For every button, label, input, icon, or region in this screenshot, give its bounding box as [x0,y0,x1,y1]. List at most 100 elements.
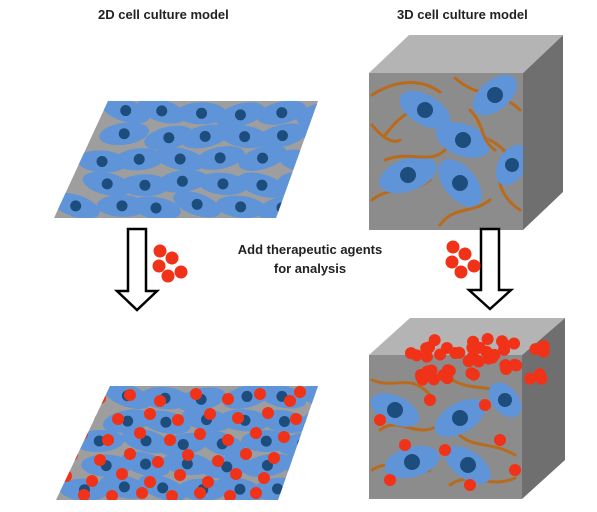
cell-nucleus [120,105,132,117]
agent-particle [421,365,434,378]
cell [155,147,205,171]
agent-particle [508,337,521,350]
cell [219,409,270,432]
cell-nucleus [101,178,113,190]
arrow-3d [465,227,515,311]
agent-particle [420,350,433,363]
cell-nucleus [139,179,151,191]
cell [82,171,132,196]
cell-nucleus [387,402,403,418]
cell-nucleus [234,483,246,495]
agent-particle [124,389,136,401]
cell-nucleus [181,458,193,470]
cell [162,452,213,476]
cell [219,125,270,149]
cell-nucleus [239,131,251,143]
cell [257,101,307,125]
cell-nucleus [191,198,203,210]
fiber [370,81,442,97]
cells-3d-before [379,74,523,207]
cell-nucleus [257,152,269,164]
cell [237,172,287,198]
fiber [370,378,432,397]
title-2d-model: 2D cell culture model [98,7,229,22]
fiber [383,148,447,162]
agent-particle [230,468,242,480]
cell [131,196,181,218]
agent-particle [222,393,234,405]
therapeutic-agent-cluster-2d [152,244,188,283]
cell [215,195,266,218]
slab-2d-before [54,101,318,218]
fiber [370,123,402,143]
cell-nucleus [297,176,309,188]
cell [121,428,171,454]
cell-nucleus [241,390,253,402]
cell-nucleus [234,109,246,121]
agent-particle [94,392,106,404]
cell [180,124,230,149]
cell-nucleus [256,179,268,191]
slab-2d-after [56,386,318,500]
agent-particle [212,455,224,467]
agent-particle [144,408,156,420]
cell [445,446,491,484]
cells-3d-after [370,382,522,484]
cube-3d-before [369,35,563,230]
agent-particle [384,474,396,486]
cell [176,102,227,125]
agent-particle [509,464,521,476]
agent-particle [258,472,270,484]
cell-nucleus [93,435,105,447]
agent-particle [467,335,480,348]
cell-nucleus [140,458,152,470]
cell-nucleus [116,200,128,212]
agent-particle [284,395,296,407]
cell [195,146,245,170]
cell-nucleus [163,132,175,144]
cell-nucleus [261,459,273,471]
agent-particle [254,388,266,400]
agent-particle [441,372,454,385]
cube-top-face [369,35,563,73]
caption-add-agents: Add therapeutic agents for analysis [212,240,408,278]
agent-particle [374,414,386,426]
agent-particle [78,489,90,500]
caption-line-2: for analysis [273,261,347,276]
agent-particle [449,347,462,360]
cell-nucleus [452,175,468,191]
cell-nucleus [122,415,134,427]
cell-nucleus [70,200,82,212]
cell-nucleus [452,410,468,426]
agents-2d-after [60,386,306,500]
agent-particle [124,448,136,460]
agent-particle [66,449,78,461]
cell-nucleus [221,461,233,473]
cell-nucleus [278,415,290,427]
agents-3d-after [374,333,550,491]
cell [99,122,150,146]
agent-particle [498,343,511,356]
agent-particle [86,475,98,487]
agent-particle [445,255,459,269]
cube-side-face [522,318,565,499]
cell-nucleus [315,108,318,120]
cell-nucleus [214,152,226,164]
cell-nucleus [196,107,208,119]
agent-particle [278,431,290,443]
cell-nucleus [177,438,189,450]
agent-particle [250,487,262,499]
agent-particle [424,394,436,406]
cell-nucleus [96,156,108,168]
cell-nucleus [404,454,420,470]
agent-particle [134,427,146,439]
agent-particle [94,454,106,466]
agent-particle [182,449,194,461]
agent-particle [152,456,164,468]
agent-particle [481,333,494,346]
cell [77,150,128,173]
cell [157,169,208,193]
title-3d-model: 3D cell culture model [397,7,528,22]
agent-particle [439,444,451,456]
